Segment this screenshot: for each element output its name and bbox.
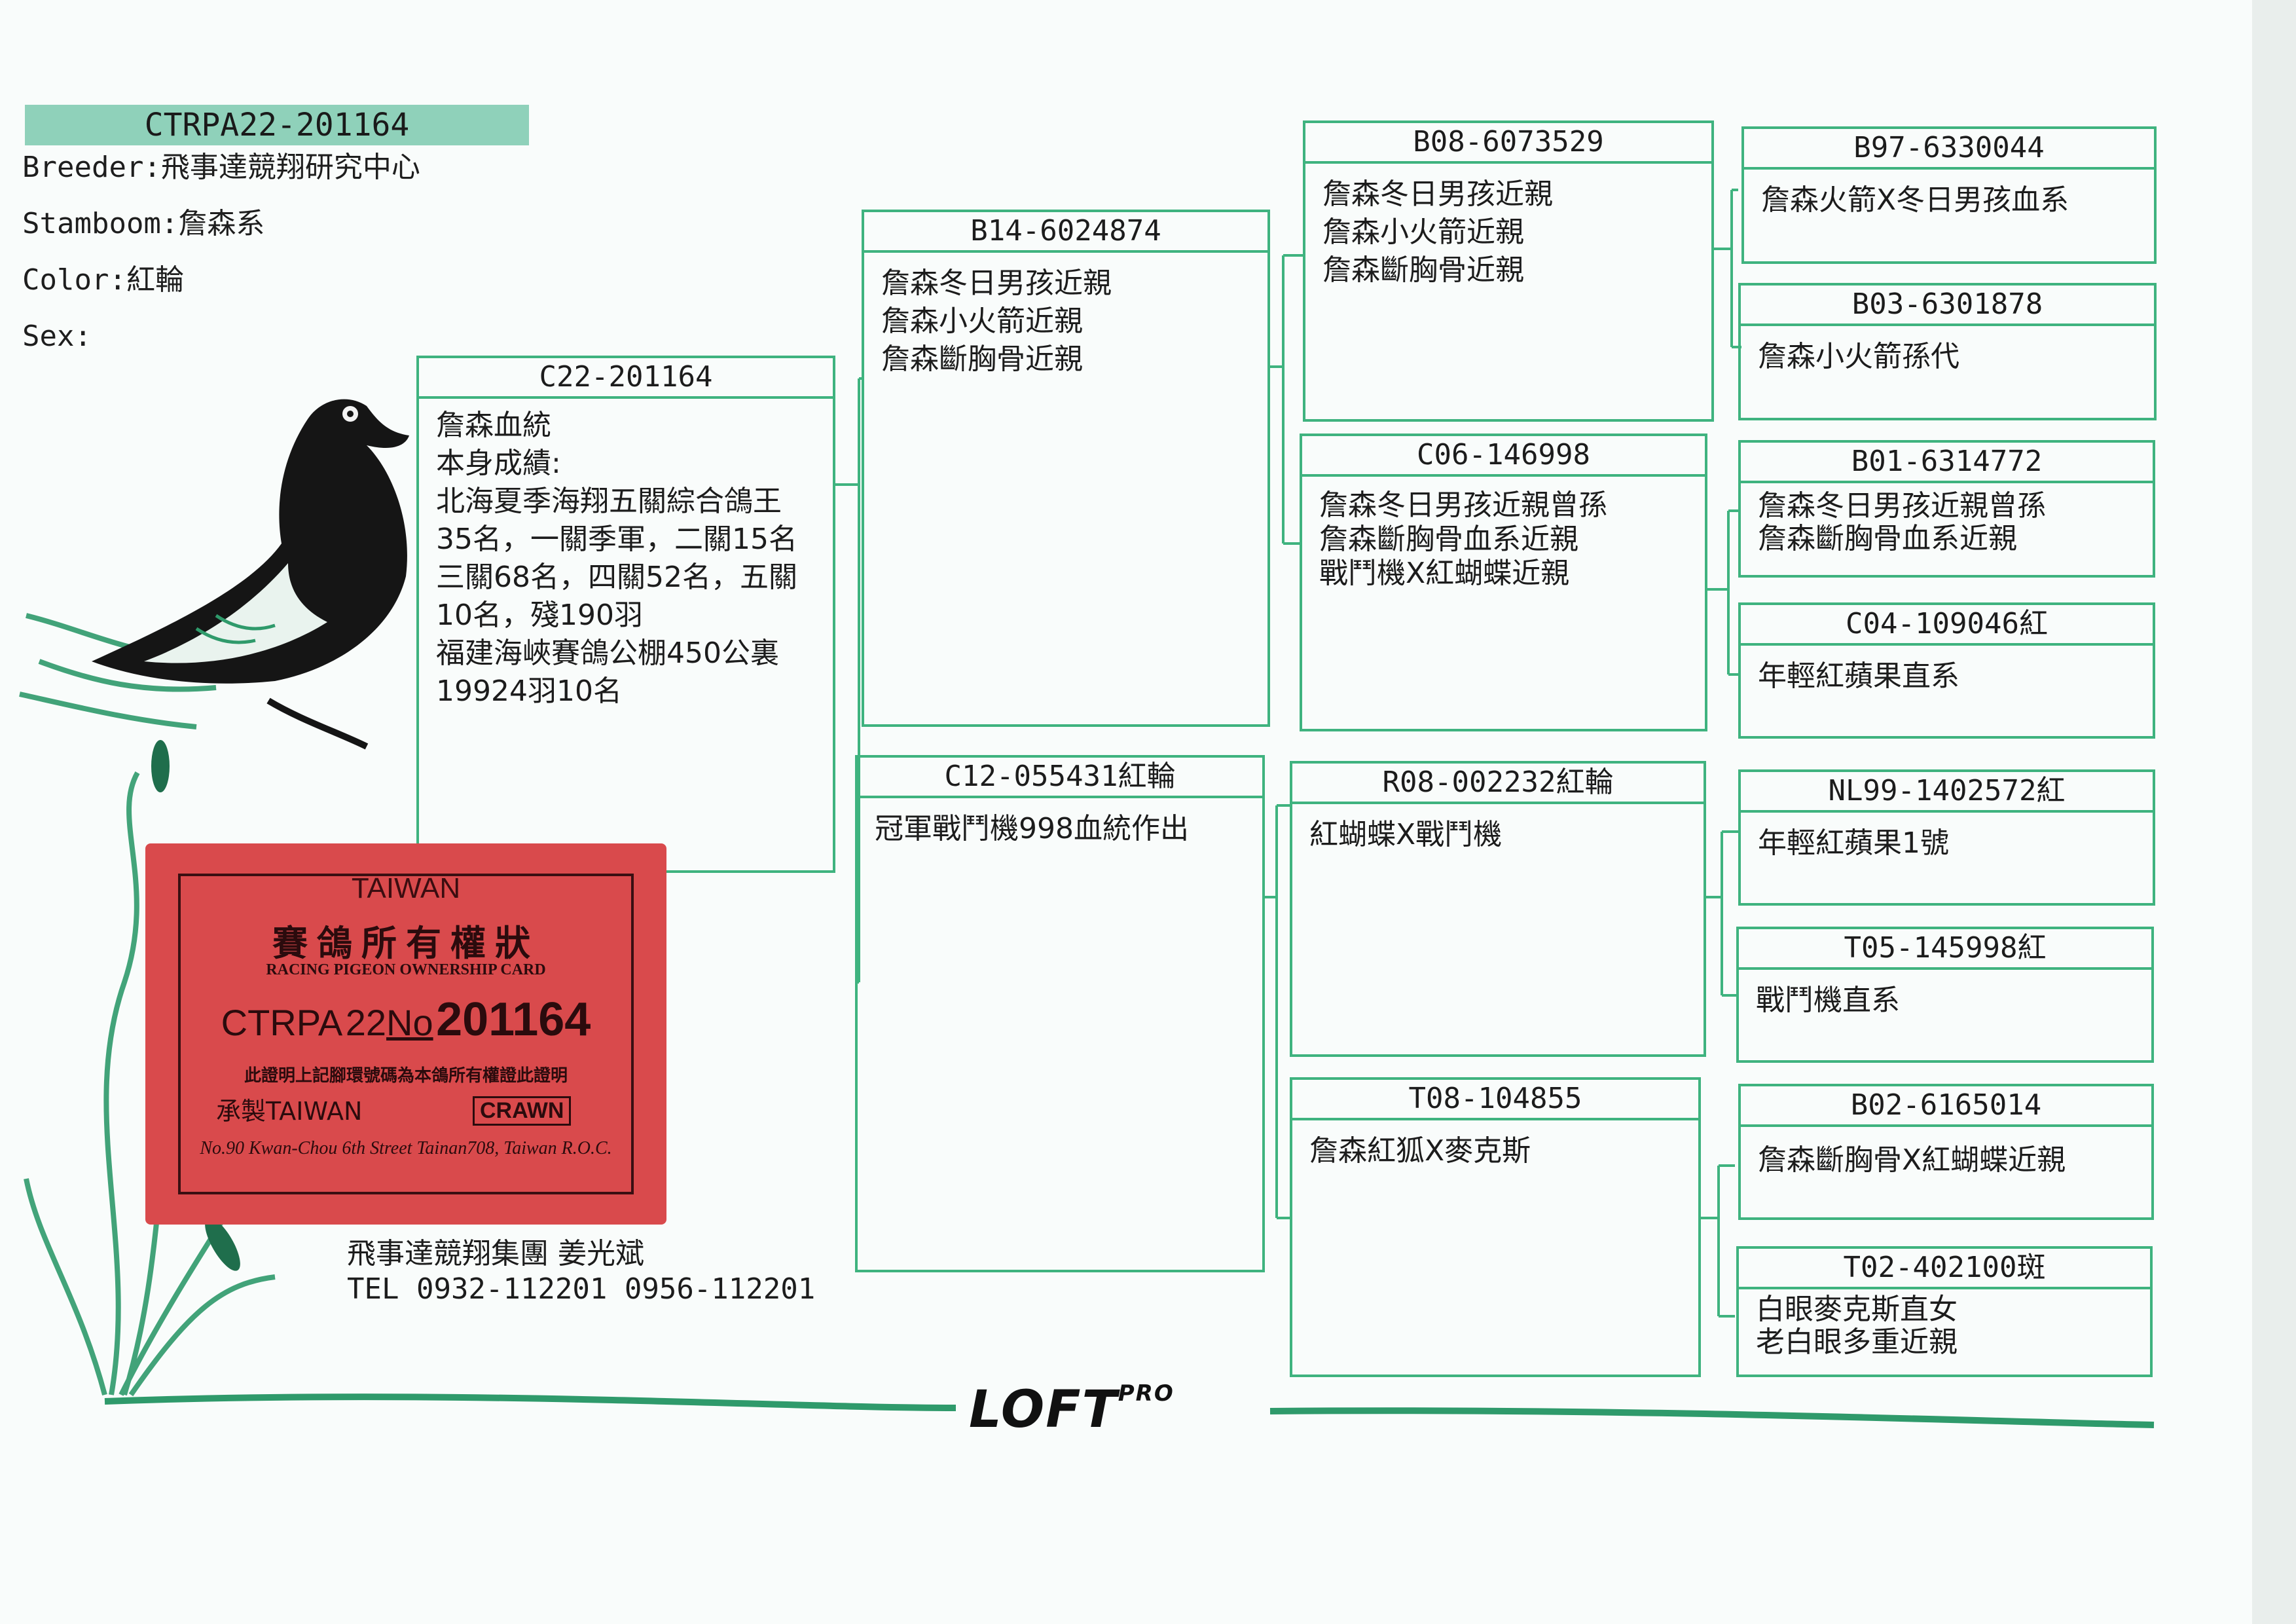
card-ring-number: CTRPA 22No 201164 — [145, 993, 666, 1046]
great-grandparent-ring: C04-109046紅 — [1741, 605, 2153, 646]
grandparent-box: T08-104855 詹森紅狐X麥克斯 — [1290, 1077, 1701, 1377]
grandparent-box: R08-002232紅輪 紅蝴蝶X戰鬥機 — [1290, 761, 1706, 1057]
grandparent-ring: T08-104855 — [1292, 1080, 1698, 1120]
grandparent-ring: R08-002232紅輪 — [1292, 764, 1704, 804]
great-grandparent-notes: 年輕紅蘋果1號 — [1758, 826, 1949, 860]
card-certify: 此證明上記腳環號碼為本鴿所有權證此證明 — [244, 1066, 568, 1086]
card-brand-stamp: CRAWN — [473, 1096, 572, 1126]
great-grandparent-ring: NL99-1402572紅 — [1741, 772, 2153, 813]
cattail-heads — [151, 740, 240, 1271]
sire-ring: B14-6024874 — [864, 212, 1267, 253]
ring-id-bar: CTRPA22-201164 — [25, 105, 529, 145]
card-number: 201164 — [436, 993, 591, 1046]
stamboom-field: Stamboom:詹森系 — [22, 207, 265, 240]
great-grandparent-notes: 年輕紅蘋果直系 — [1758, 659, 1959, 693]
pigeon-illustration — [92, 399, 409, 750]
subject-notes: 詹森血統 本身成績: 北海夏季海翔五關綜合鴿王 35名，一關季軍，二關15名 三… — [436, 409, 797, 708]
grandparent-notes: 紅蝴蝶X戰鬥機 — [1309, 818, 1503, 851]
color-field: Color:紅輪 — [22, 263, 184, 297]
great-grandparent-box: B97-6330044 詹森火箭X冬日男孩血系 — [1741, 126, 2157, 264]
great-grandparent-box: C04-109046紅 年輕紅蘋果直系 — [1738, 602, 2155, 739]
great-grandparent-box: B02-6165014 詹森斷胸骨X紅蝴蝶近親 — [1738, 1084, 2154, 1220]
dam-notes: 冠軍戰鬥機998血統作出 — [875, 812, 1189, 845]
great-grandparent-notes: 白眼麥克斯直女 老白眼多重近親 — [1756, 1293, 1958, 1359]
great-grandparent-ring: B02-6165014 — [1741, 1086, 2151, 1127]
grandparent-notes: 詹森冬日男孩近親 詹森小火箭近親 詹森斷胸骨近親 — [1322, 177, 1553, 287]
great-grandparent-ring: T02-402100斑 — [1739, 1249, 2150, 1289]
card-border — [178, 874, 634, 1194]
great-grandparent-box: NL99-1402572紅 年輕紅蘋果1號 — [1738, 769, 2155, 906]
card-no: No — [386, 1002, 433, 1043]
card-country: TAIWAN — [351, 872, 461, 904]
sex-field: Sex: — [22, 320, 92, 353]
card-address: No.90 Kwan-Chou 6th Street Tainan708, Ta… — [200, 1138, 612, 1158]
great-grandparent-box: T02-402100斑 白眼麥克斯直女 老白眼多重近親 — [1736, 1246, 2153, 1377]
scan-edge — [2252, 0, 2296, 1624]
contact-phone: TEL 0932-112201 0956-112201 — [347, 1272, 816, 1306]
great-grandparent-box: T05-145998紅 戰鬥機直系 — [1736, 927, 2154, 1063]
logo-sup: PRO — [1118, 1380, 1175, 1407]
great-grandparent-notes: 戰鬥機直系 — [1756, 984, 1900, 1017]
card-year: 22 — [345, 1002, 387, 1043]
subject-box: C22-201164 詹森血統 本身成績: 北海夏季海翔五關綜合鴿王 35名，一… — [416, 356, 835, 873]
sire-notes: 詹森冬日男孩近親 詹森小火箭近親 詹森斷胸骨近親 — [881, 267, 1112, 376]
ground-line — [104, 1393, 957, 1411]
great-grandparent-ring: B03-6301878 — [1741, 286, 2154, 326]
subject-ring: C22-201164 — [419, 358, 833, 399]
breeder-field: Breeder:飛事達競翔研究中心 — [22, 151, 420, 184]
card-subtitle: RACING PIGEON OWNERSHIP CARD — [266, 961, 546, 978]
contact-name: 飛事達競翔集團 姜光斌 — [347, 1237, 644, 1270]
grandparent-box: B08-6073529 詹森冬日男孩近親 詹森小火箭近親 詹森斷胸骨近親 — [1303, 120, 1714, 422]
great-grandparent-ring: T05-145998紅 — [1739, 929, 2151, 970]
great-grandparent-ring: B97-6330044 — [1744, 129, 2154, 170]
great-grandparent-box: B01-6314772 詹森冬日男孩近親曾孫 詹森斷胸骨血系近親 — [1738, 440, 2155, 578]
great-grandparent-notes: 詹森斷胸骨X紅蝴蝶近親 — [1758, 1143, 2066, 1177]
card-maker: 承製TAIWAN — [216, 1097, 363, 1126]
grandparent-ring: C06-146998 — [1302, 436, 1705, 477]
logo-main: LOFT — [969, 1380, 1118, 1439]
great-grandparent-ring: B01-6314772 — [1741, 443, 2153, 483]
great-grandparent-notes: 詹森火箭X冬日男孩血系 — [1761, 183, 2069, 217]
great-grandparent-notes: 詹森冬日男孩近親曾孫 詹森斷胸骨血系近親 — [1758, 489, 2046, 555]
grandparent-box: C06-146998 詹森冬日男孩近親曾孫 詹森斷胸骨血系近親 戰鬥機X紅蝴蝶近… — [1300, 434, 1707, 731]
dam-box: C12-055431紅輪 冠軍戰鬥機998血統作出 — [855, 755, 1265, 1272]
great-grandparent-notes: 詹森小火箭孫代 — [1758, 340, 1959, 373]
grandparent-notes: 詹森紅狐X麥克斯 — [1309, 1134, 1531, 1168]
dam-ring: C12-055431紅輪 — [858, 758, 1262, 798]
loftpro-logo: LOFTPRO — [969, 1380, 1175, 1439]
grandparent-ring: B08-6073529 — [1305, 123, 1711, 164]
card-title: 賽鴿所有權狀 — [272, 924, 539, 963]
card-prefix: CTRPA — [221, 1002, 343, 1043]
great-grandparent-box: B03-6301878 詹森小火箭孫代 — [1738, 283, 2157, 420]
sire-box: B14-6024874 詹森冬日男孩近親 詹森小火箭近親 詹森斷胸骨近親 — [862, 210, 1270, 727]
ownership-card: TAIWAN 賽鴿所有權狀 RACING PIGEON OWNERSHIP CA… — [145, 843, 666, 1225]
grandparent-notes: 詹森冬日男孩近親曾孫 詹森斷胸骨血系近親 戰鬥機X紅蝴蝶近親 — [1319, 489, 1607, 590]
